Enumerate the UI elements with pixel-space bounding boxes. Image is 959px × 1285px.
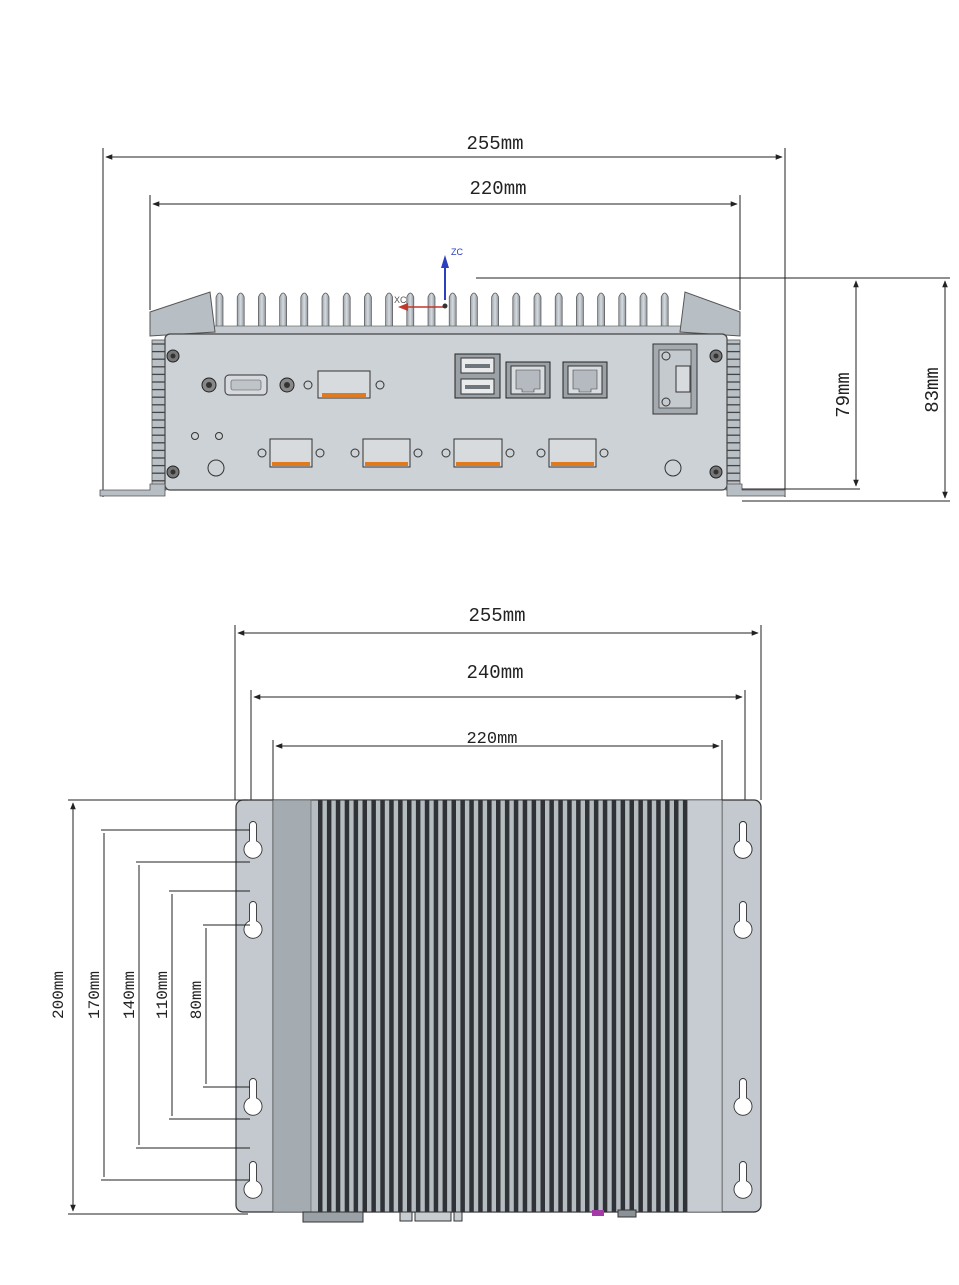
depth-dimensions: 200mm 170mm 140mm 110mm 80mm [50,799,250,1215]
front-height-total-label: 83mm [922,367,944,413]
front-inner-width-label: 220mm [469,178,526,200]
usb-lan-ports [454,353,608,399]
front-height-body-label: 79mm [833,372,855,418]
front-overall-width-label: 255mm [466,133,523,155]
depth-110-label: 110mm [154,971,172,1019]
depth-170-label: 170mm [86,971,104,1019]
side-ribs [152,343,740,482]
depth-80-label: 80mm [188,981,206,1019]
axis-z-label: ZC [451,247,463,257]
top-heatsink-fins [318,800,688,1212]
front-connectors-row2 [191,432,682,477]
panel-screws [166,349,723,479]
top-inner-width-label: 220mm [466,730,517,749]
depth-200-label: 200mm [50,971,68,1019]
mounting-slots [243,821,753,1199]
heatsink-fins [184,292,706,337]
depth-140-label: 140mm [121,971,139,1019]
front-panel [164,333,728,491]
power-terminal-icon [652,343,698,415]
top-view: 255mm 240mm 220mm 200mm [50,605,762,1223]
front-view: 255mm 220mm [99,133,950,502]
axis-x-label: XC [394,295,407,305]
axis-indicator: ZC XC [394,247,463,311]
front-connectors-row1 [201,370,385,399]
top-overall-width-label: 255mm [468,605,525,627]
top-mount-width-label: 240mm [466,662,523,684]
